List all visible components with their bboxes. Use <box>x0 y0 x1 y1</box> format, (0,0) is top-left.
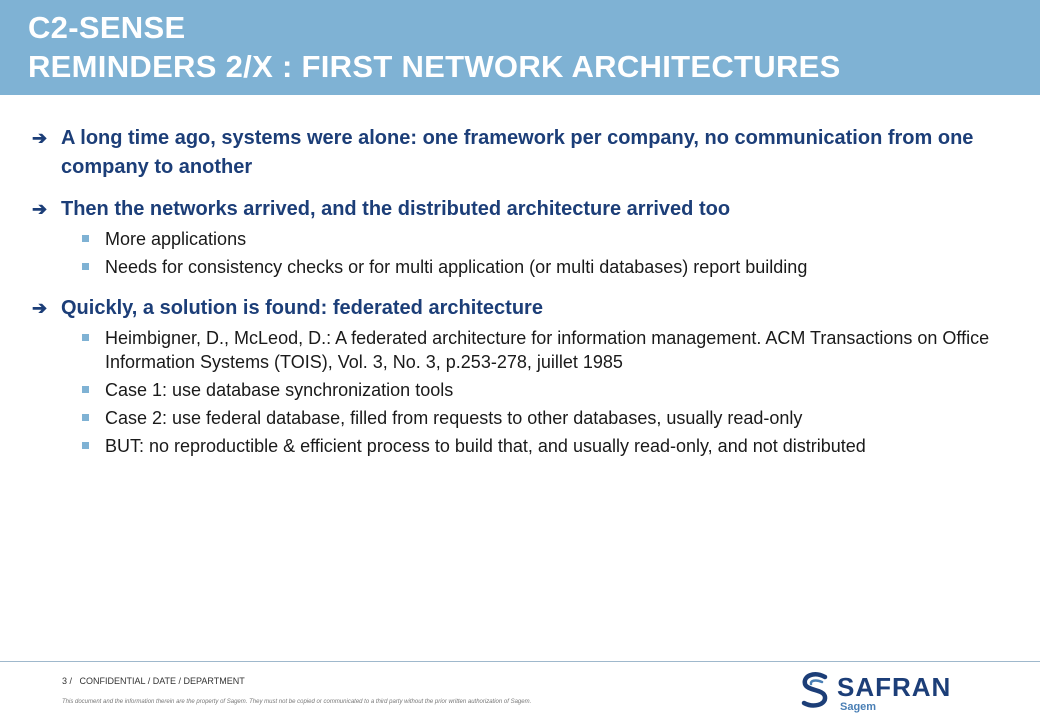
bullet-3-text: Quickly, a solution is found: federated … <box>61 297 543 319</box>
arrow-right-icon: ➔ <box>32 298 48 318</box>
header-band: C2-SENSE REMINDERS 2/X : FIRST NETWORK A… <box>0 0 1040 95</box>
sub-bullet: Case 2: use federal database, filled fro… <box>32 406 1017 430</box>
footer-department: CONFIDENTIAL / DATE / DEPARTMENT <box>79 676 245 686</box>
sub-bullet: Heimbigner, D., McLeod, D.: A federated … <box>32 326 1017 374</box>
arrow-right-icon: ➔ <box>32 128 48 148</box>
safran-logo-icon <box>801 672 828 708</box>
bullet-3: ➔ Quickly, a solution is found: federate… <box>32 294 1017 323</box>
sub-bullet-text: Needs for consistency checks or for mult… <box>105 257 808 277</box>
square-bullet-icon <box>82 386 89 393</box>
square-bullet-icon <box>82 235 89 242</box>
logo-name: SAFRAN <box>837 672 952 702</box>
sub-bullet: BUT: no reproductible & efficient proces… <box>32 434 1017 458</box>
sub-bullet-text: Heimbigner, D., McLeod, D.: A federated … <box>105 328 990 372</box>
content-area: ➔ A long time ago, systems were alone: o… <box>32 124 1017 458</box>
sub-bullet-text: BUT: no reproductible & efficient proces… <box>105 436 866 456</box>
safran-logo: SAFRAN Sagem <box>800 670 960 716</box>
square-bullet-icon <box>82 442 89 449</box>
arrow-right-icon: ➔ <box>32 199 48 219</box>
sub-bullet: Case 1: use database synchronization too… <box>32 378 1017 402</box>
square-bullet-icon <box>82 263 89 270</box>
sub-bullet-text: More applications <box>105 229 247 249</box>
square-bullet-icon <box>82 414 89 421</box>
footer-divider <box>0 661 1040 662</box>
bullet-2: ➔ Then the networks arrived, and the dis… <box>32 195 1017 224</box>
logo-subname: Sagem <box>840 701 877 713</box>
bullet-1: ➔ A long time ago, systems were alone: o… <box>32 124 1017 182</box>
title-line-1: C2-SENSE <box>28 10 186 45</box>
square-bullet-icon <box>82 334 89 341</box>
page-number: 3 / <box>62 676 73 686</box>
bullet-2-text: Then the networks arrived, and the distr… <box>61 198 731 220</box>
sub-bullet-text: Case 2: use federal database, filled fro… <box>105 408 803 428</box>
footer-label: 3 / CONFIDENTIAL / DATE / DEPARTMENT <box>62 676 245 686</box>
bullet-1-text: A long time ago, systems were alone: one… <box>61 127 974 178</box>
title-line-2: REMINDERS 2/X : FIRST NETWORK ARCHITECTU… <box>28 49 841 84</box>
sub-bullet-text: Case 1: use database synchronization too… <box>105 380 454 400</box>
sub-bullet: More applications <box>32 227 1017 251</box>
footer-disclaimer: This document and the information therei… <box>62 699 532 705</box>
sub-bullet: Needs for consistency checks or for mult… <box>32 255 1017 279</box>
